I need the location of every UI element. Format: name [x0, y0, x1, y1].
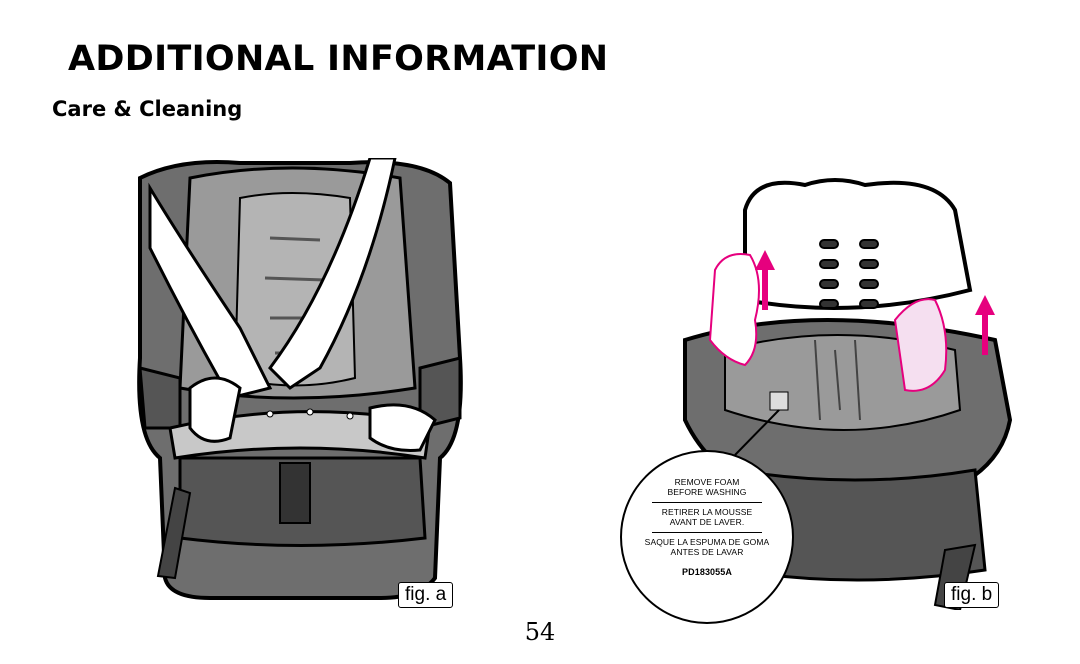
- callout-line-fr-1: RETIRER LA MOUSSE: [661, 507, 753, 517]
- warning-label-callout: REMOVE FOAM BEFORE WASHING RETIRER LA MO…: [620, 450, 794, 624]
- right-arm: [268, 158, 397, 390]
- page-number: 54: [524, 618, 556, 646]
- callout-line-es-2: ANTES DE LAVAR: [670, 547, 744, 557]
- figure-a-illustration: [137, 158, 463, 600]
- ventilation-slots: [819, 239, 879, 309]
- page-title: ADDITIONAL INFORMATION: [68, 39, 609, 79]
- callout-line-en-1: REMOVE FOAM: [674, 477, 740, 487]
- lift-arrow-left-icon: [755, 250, 775, 310]
- seat-cover-edge: [168, 410, 432, 460]
- callout-line-es-1: SAQUE LA ESPUMA DE GOMA: [644, 537, 770, 547]
- left-foam-piece: [708, 253, 760, 367]
- callout-divider: [652, 502, 762, 503]
- figure-a-label: fig. a: [398, 582, 454, 608]
- figure-b-illustration: [683, 178, 1013, 610]
- callout-line-fr-2: AVANT DE LAVER.: [669, 517, 745, 527]
- right-foam-piece: [893, 298, 948, 392]
- left-hand: [188, 376, 242, 443]
- figure-b-label: fig. b: [944, 582, 1000, 608]
- lift-arrow-right-icon: [975, 295, 995, 355]
- tether-strap: [156, 486, 192, 580]
- section-heading: Care & Cleaning: [52, 97, 243, 121]
- callout-line-en-2: BEFORE WASHING: [667, 487, 747, 497]
- callout-divider: [652, 532, 762, 533]
- seat-base: [733, 468, 987, 582]
- callout-part-code: PD183055A: [682, 567, 732, 577]
- headrest: [743, 178, 973, 310]
- care-tag: [769, 391, 789, 411]
- right-hand: [368, 403, 437, 452]
